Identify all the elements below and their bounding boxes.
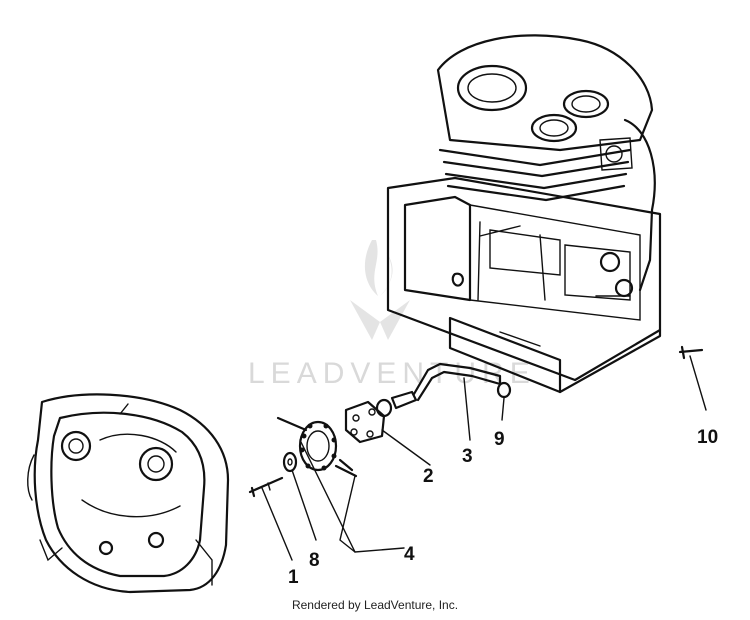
callout-9: 9 [494,429,505,450]
watermark-text: LEADVENTURE [248,357,536,390]
part-1-shaft [248,476,284,498]
part-3-tube [375,362,502,418]
callout-labels: 1 2 3 4 8 9 10 [288,427,718,588]
gear-cover [27,393,230,594]
callout-8: 8 [309,550,320,571]
footer-credit: Rendered by LeadVenture, Inc. [291,598,459,612]
callout-1: 1 [288,567,299,588]
part-4-pump-gear [276,416,358,478]
part-8-washer [282,451,298,473]
part-10-pin [678,345,704,360]
callout-2: 2 [423,466,434,487]
watermark: LEADVENTURE [248,240,536,390]
callout-3: 3 [462,446,473,467]
leader-lines [261,355,707,561]
part-9-seal [496,381,512,399]
pump-body [344,400,386,444]
callout-4: 4 [404,544,415,565]
engine-block [386,34,662,394]
leadventure-logo-icon [350,240,410,340]
callout-10: 10 [697,427,718,448]
